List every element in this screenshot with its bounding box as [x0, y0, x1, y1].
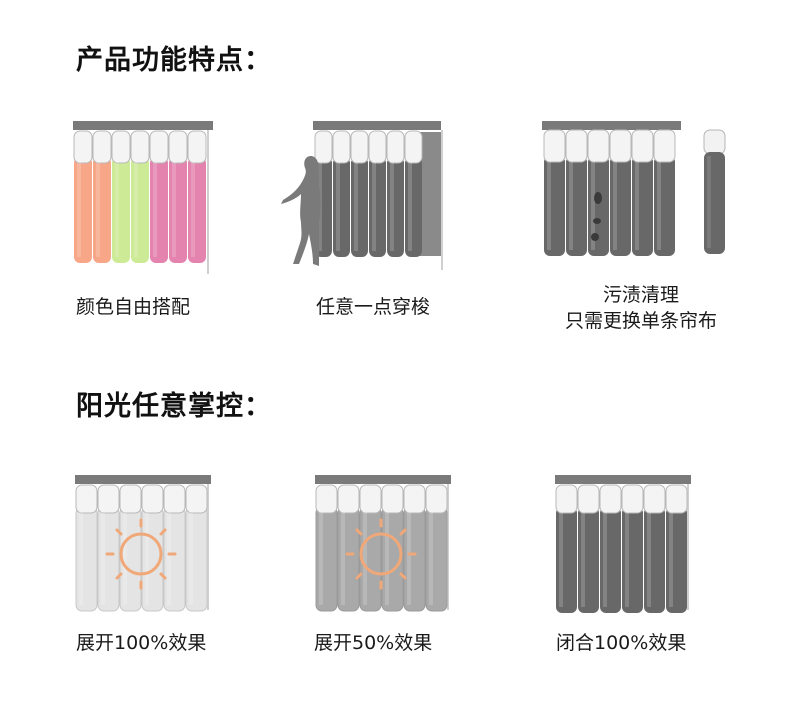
blind-panel [565, 129, 588, 256]
blind-panel [577, 484, 600, 613]
blind-panel [163, 484, 186, 612]
blind-panel [111, 130, 131, 263]
blind-panel [631, 129, 654, 256]
open-100-caption: 展开100%效果 [76, 632, 207, 654]
blind-panel [403, 484, 426, 612]
blind-panel [315, 484, 338, 612]
light-control-heading: 阳光任意掌控： [76, 391, 272, 422]
blind-panel [92, 130, 112, 263]
person-silhouette-icon [281, 156, 321, 266]
blind-panel [130, 130, 150, 263]
blind-panel [368, 130, 387, 257]
stain-caption-line1: 污渍清理 [602, 284, 679, 306]
blind-panel [381, 484, 404, 612]
blind-panel [621, 484, 644, 613]
blind-panel [359, 484, 382, 612]
sun-icon [345, 518, 417, 590]
blind-panel [404, 130, 423, 257]
sun-icon [105, 518, 177, 590]
closed-100-illustration [555, 475, 691, 613]
stain-replace-illustration [542, 121, 726, 256]
stain-caption: 污渍清理 只需更换单条帘布 [548, 282, 734, 334]
blind-panel [73, 130, 93, 263]
blind-panel [386, 130, 405, 257]
open-100-illustration [75, 475, 211, 612]
stain-marks-icon [591, 192, 602, 241]
blind-panel [643, 484, 666, 613]
blind-panel [587, 129, 610, 256]
blind-panel [75, 484, 98, 612]
color-mix-blinds-illustration [73, 121, 213, 274]
blind-panel [337, 484, 360, 612]
blind-panel [609, 129, 632, 256]
features-heading: 产品功能特点： [76, 45, 272, 76]
blind-panel [555, 484, 578, 613]
walkthrough-blinds-illustration [281, 121, 443, 270]
blind-panel [187, 130, 207, 263]
walkthrough-caption: 任意一点穿梭 [316, 296, 431, 318]
blind-panel [97, 484, 120, 612]
open-50-caption: 展开50%效果 [314, 632, 433, 654]
blind-panel [543, 129, 566, 256]
closed-100-caption: 闭合100%效果 [556, 632, 687, 654]
color-mix-caption: 颜色自由搭配 [76, 296, 191, 318]
blind-panel [185, 484, 208, 612]
blind-panel [149, 130, 169, 263]
blind-panel [665, 484, 688, 613]
blind-panel [141, 484, 164, 612]
open-50-illustration [315, 475, 451, 612]
blind-panel [168, 130, 188, 263]
blind-panel [350, 130, 369, 257]
blind-panel [599, 484, 622, 613]
stain-caption-line2: 只需更换单条帘布 [564, 310, 717, 332]
blind-panel [425, 484, 448, 612]
blind-panel [653, 129, 676, 256]
blind-panel [332, 130, 351, 257]
single-blind-strip [703, 129, 726, 254]
blind-panel [119, 484, 142, 612]
